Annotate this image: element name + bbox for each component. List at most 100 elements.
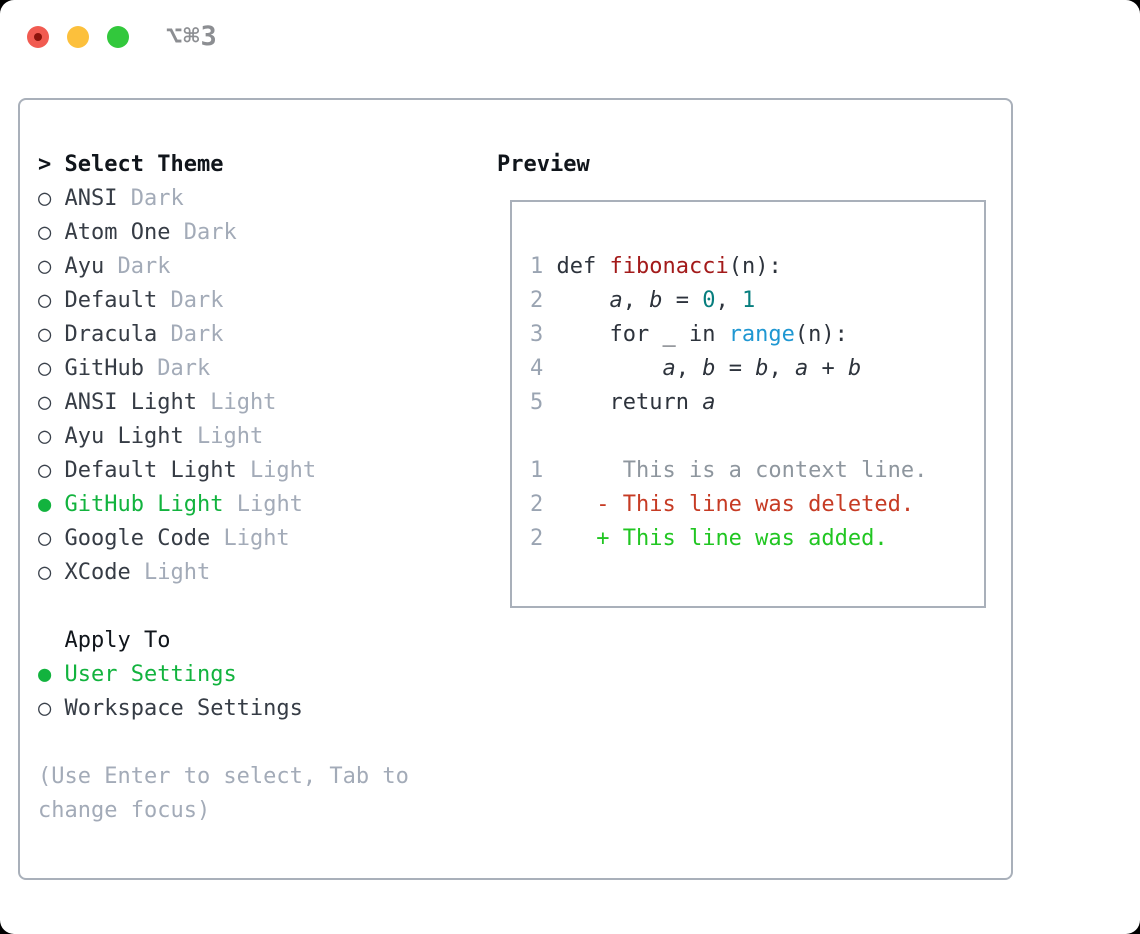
radio-icon: ○ — [38, 254, 52, 279]
code-token-plain: + — [808, 356, 848, 381]
apply-to-list: ● User Settings○ Workspace Settings — [38, 658, 409, 726]
theme-list-title: Select Theme — [64, 152, 224, 177]
radio-icon: ○ — [38, 220, 52, 245]
theme-option[interactable]: ● GitHub Light Light — [38, 488, 409, 522]
theme-variant-tag: Dark — [130, 186, 184, 211]
theme-name: ANSI Light — [64, 390, 197, 415]
code-token-ln: 1 — [530, 254, 544, 279]
theme-variant-tag: Dark — [170, 288, 224, 313]
code-token-del: - This line was deleted. — [596, 492, 915, 517]
selection-prompt-icon: > — [38, 152, 52, 177]
theme-list-header: > Select Theme — [38, 148, 409, 182]
theme-option[interactable]: ○ Ayu Light Light — [38, 420, 409, 454]
code-token-plain: def — [543, 254, 610, 279]
code-token-var: a — [794, 356, 809, 381]
theme-name: Atom One — [64, 220, 171, 245]
radio-icon: ○ — [38, 526, 52, 551]
code-line: 3 for _ in range(n): — [530, 318, 984, 352]
theme-option[interactable]: ○ Default Dark — [38, 284, 409, 318]
theme-name: Dracula — [64, 322, 158, 347]
radio-icon: ○ — [38, 390, 52, 415]
traffic-lights — [27, 26, 129, 48]
minimize-button[interactable] — [67, 26, 89, 48]
theme-name: Default Light — [64, 458, 237, 483]
code-token-plain — [543, 492, 596, 517]
radio-icon: ○ — [38, 356, 52, 381]
theme-variant-tag: Light — [210, 390, 277, 415]
code-token-var: b — [649, 288, 663, 313]
radio-selected-icon: ● — [38, 492, 52, 517]
apply-option[interactable]: ● User Settings — [38, 658, 409, 692]
code-token-plain: for _ in — [543, 322, 729, 347]
code-token-plain: , — [715, 288, 742, 313]
theme-variant-tag: Light — [223, 526, 290, 551]
theme-picker-panel: > Select Theme ○ ANSI Dark○ Atom One Dar… — [18, 98, 1013, 880]
code-token-ln: 3 — [530, 322, 544, 347]
code-token-var: a — [662, 356, 676, 381]
apply-option[interactable]: ○ Workspace Settings — [38, 692, 409, 726]
theme-option[interactable]: ○ GitHub Dark — [38, 352, 409, 386]
code-token-num: 1 — [741, 288, 756, 313]
apply-option-label: Workspace Settings — [64, 696, 303, 721]
theme-option[interactable]: ○ ANSI Light Light — [38, 386, 409, 420]
code-token-builtin: range — [728, 322, 795, 347]
code-line: 1 This is a context line. — [530, 454, 984, 488]
code-token-plain: , — [768, 356, 795, 381]
theme-option[interactable]: ○ ANSI Dark — [38, 182, 409, 216]
close-button[interactable] — [27, 26, 49, 48]
code-token-plain — [543, 526, 596, 551]
code-token-ln: 2 — [530, 526, 544, 551]
preview-title: Preview — [497, 152, 590, 177]
spacer — [38, 726, 409, 760]
code-token-plain — [543, 288, 609, 313]
code-token-plain — [543, 356, 662, 381]
theme-variant-tag: Dark — [117, 254, 171, 279]
hint-line-1: (Use Enter to select, Tab to — [38, 764, 409, 789]
code-token-plain: = — [715, 356, 756, 381]
code-token-ctx: This is a context line. — [543, 458, 928, 483]
code-line: 2 + This line was added. — [530, 522, 984, 556]
code-token-num: 0 — [702, 288, 716, 313]
zoom-button[interactable] — [107, 26, 129, 48]
code-token-plain: (n): — [728, 254, 782, 279]
code-token-plain: , — [622, 288, 650, 313]
theme-variant-tag: Dark — [170, 322, 224, 347]
theme-list: ○ ANSI Dark○ Atom One Dark○ Ayu Dark○ De… — [38, 182, 409, 590]
code-line: 2 - This line was deleted. — [530, 488, 984, 522]
theme-variant-tag: Light — [249, 458, 317, 483]
theme-variant-tag: Dark — [183, 220, 237, 245]
code-line: 5 return a — [530, 386, 984, 420]
code-line: 2 a, b = 0, 1 — [530, 284, 984, 318]
code-token-var: b — [847, 356, 862, 381]
theme-name: XCode — [64, 560, 131, 585]
spacer — [38, 590, 409, 624]
code-token-ln: 2 — [530, 288, 544, 313]
radio-icon: ○ — [38, 186, 52, 211]
theme-name: Default — [64, 288, 158, 313]
window-shortcut-label: ⌥⌘3 — [166, 21, 218, 52]
code-token-ln: 1 — [530, 458, 544, 483]
code-line: 4 a, b = b, a + b — [530, 352, 984, 386]
code-token-ln: 5 — [530, 390, 544, 415]
radio-icon: ○ — [38, 424, 52, 449]
radio-icon: ○ — [38, 322, 52, 347]
code-token-ln: 4 — [530, 356, 544, 381]
theme-variant-tag: Light — [196, 424, 264, 449]
theme-option[interactable]: ○ Default Light Light — [38, 454, 409, 488]
code-token-var: a — [702, 390, 716, 415]
apply-to-header: Apply To — [64, 628, 171, 653]
theme-option[interactable]: ○ Google Code Light — [38, 522, 409, 556]
theme-option[interactable]: ○ Dracula Dark — [38, 318, 409, 352]
theme-name: Ayu Light — [64, 424, 184, 449]
theme-option[interactable]: ○ Ayu Dark — [38, 250, 409, 284]
theme-variant-tag: Light — [143, 560, 211, 585]
code-token-var: b — [755, 356, 769, 381]
theme-option[interactable]: ○ Atom One Dark — [38, 216, 409, 250]
theme-option[interactable]: ○ XCode Light — [38, 556, 409, 590]
apply-option-label: User Settings — [64, 662, 237, 687]
theme-name: GitHub — [64, 356, 144, 381]
radio-selected-icon: ● — [38, 662, 52, 687]
code-token-ln: 2 — [530, 492, 544, 517]
